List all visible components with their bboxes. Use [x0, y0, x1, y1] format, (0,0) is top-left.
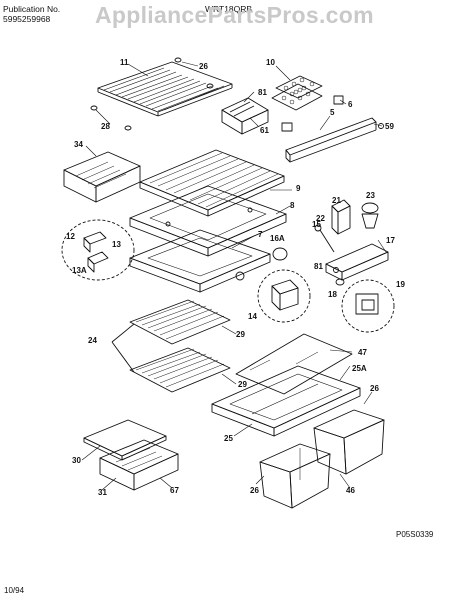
temperature-control-parts	[235, 199, 395, 333]
callout-28: 28	[101, 122, 110, 131]
meat-keeper	[83, 419, 179, 491]
callout-31: 31	[98, 488, 107, 497]
callout-26-c: 26	[250, 486, 259, 495]
butter-drawer	[221, 97, 269, 135]
model-number: WRT18QRB	[205, 4, 253, 14]
callout-34: 34	[74, 140, 83, 149]
shelf-frame	[129, 185, 287, 257]
callout-22: 22	[316, 214, 325, 223]
callout-24: 24	[88, 336, 97, 345]
callout-14: 14	[248, 312, 257, 321]
publication-number: 5995259968	[3, 14, 51, 24]
callout-81: 81	[258, 88, 267, 97]
callout-46: 46	[346, 486, 355, 495]
revision-date: 10/94	[4, 586, 25, 595]
dairy-bin	[63, 151, 141, 203]
callout-67: 67	[170, 486, 179, 495]
callout-47: 47	[358, 348, 367, 357]
wire-shelves-lower	[111, 299, 231, 393]
callout-17: 17	[386, 236, 395, 245]
callout-12: 12	[66, 232, 75, 241]
egg-trays	[271, 75, 323, 111]
crisper-drawers	[259, 409, 385, 509]
callout-7: 7	[258, 230, 263, 239]
leader-lines	[81, 61, 387, 491]
callout-25a: 25A	[352, 364, 367, 373]
callout-26: 26	[199, 62, 208, 71]
callout-13a: 13A	[72, 266, 87, 275]
callout-30: 30	[72, 456, 81, 465]
callout-9: 9	[296, 184, 301, 193]
crisper-cover	[129, 229, 271, 293]
diagram-code: P05S0339	[396, 530, 434, 539]
callout-81-b: 81	[314, 262, 323, 271]
callout-16a: 16A	[270, 234, 285, 243]
callout-5: 5	[330, 108, 335, 117]
callout-6: 6	[348, 100, 353, 109]
callout-29-b: 29	[238, 380, 247, 389]
callout-61: 61	[260, 126, 269, 135]
callout-13: 13	[112, 240, 121, 249]
callout-26-b: 26	[370, 384, 379, 393]
top-wire-shelf	[90, 57, 233, 131]
callout-25: 25	[224, 434, 233, 443]
crisper-glass-and-frame	[211, 333, 361, 437]
callout-59: 59	[385, 122, 394, 131]
callout-15: 15	[312, 220, 321, 229]
callout-11: 11	[120, 58, 129, 67]
callout-19: 19	[396, 280, 405, 289]
shelf-supports	[61, 219, 135, 281]
callout-18: 18	[328, 290, 337, 299]
glass-shelf-top	[139, 149, 285, 217]
watermark: AppliancePartsPros.com	[95, 2, 374, 28]
callout-8: 8	[290, 201, 295, 210]
callout-10: 10	[266, 58, 275, 67]
shelf-rail	[281, 95, 384, 163]
callout-21: 21	[332, 196, 341, 205]
publication-label: Publication No.	[3, 4, 61, 14]
callout-29: 29	[236, 330, 245, 339]
callout-23: 23	[366, 191, 375, 200]
